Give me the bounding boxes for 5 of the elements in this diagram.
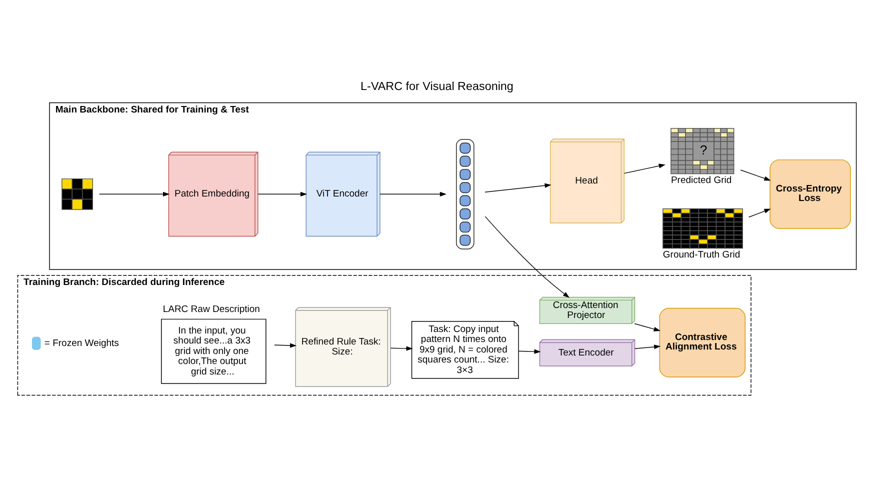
node-label: Predicted Grid: [670, 174, 732, 186]
node-label: Ground-Truth Grid: [662, 249, 740, 260]
legend-label: = Frozen Weights: [44, 338, 119, 349]
node-label: LARC Raw Description: [162, 304, 260, 316]
diagram-title: L-VARC for Visual Reasoning: [360, 80, 514, 94]
